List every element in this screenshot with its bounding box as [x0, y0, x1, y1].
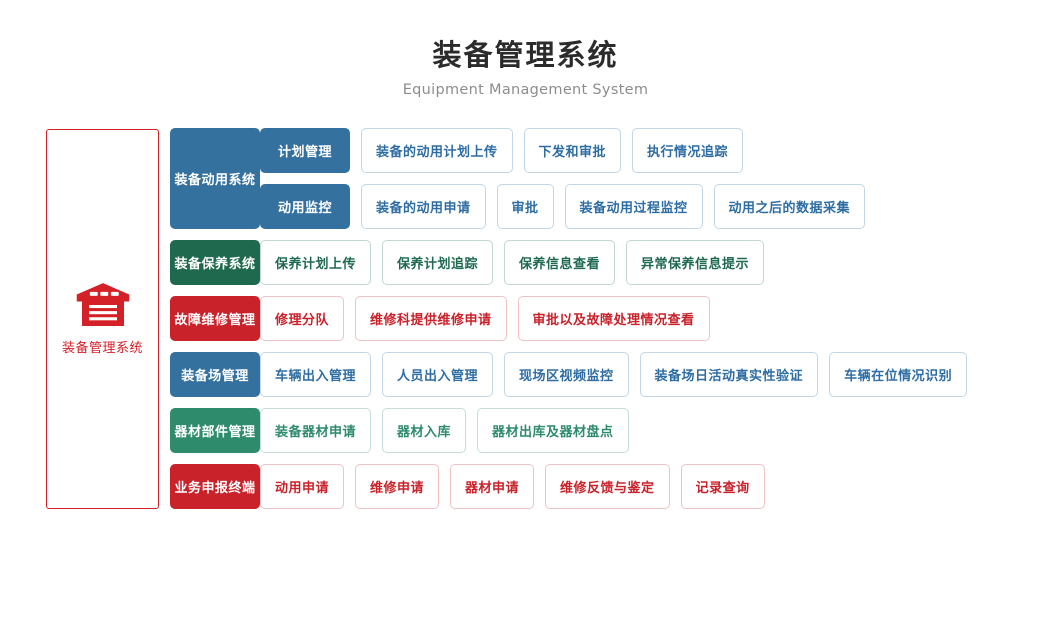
group-body: 装备器材申请器材入库器材出库及器材盘点 [260, 408, 1040, 453]
leaf-node[interactable]: 装备的动用计划上传 [361, 128, 513, 173]
leaf-node[interactable]: 审批 [496, 184, 554, 229]
hierarchy-group: 业务申报终端动用申请维修申请器材申请维修反馈与鉴定记录查询 [170, 464, 1040, 509]
leaf-node[interactable]: 器材出库及器材盘点 [477, 408, 629, 453]
system-hero-label: 装备管理系统 [61, 341, 143, 356]
leaf-node[interactable]: 保养信息查看 [504, 240, 616, 285]
group-body: 保养计划上传保养计划追踪保养信息查看异常保养信息提示 [260, 240, 1040, 285]
group-body: 修理分队维修科提供维修申请审批以及故障处理情况查看 [260, 296, 1040, 341]
leaf-node[interactable]: 维修申请 [355, 464, 440, 509]
group-body: 计划管理装备的动用计划上传下发和审批执行情况追踪动用监控装备的动用申请审批装备动… [260, 128, 1040, 229]
subgroup-tag[interactable]: 动用监控 [260, 184, 350, 229]
group-tag[interactable]: 装备场管理 [170, 352, 260, 397]
hierarchy-subrow: 动用申请维修申请器材申请维修反馈与鉴定记录查询 [260, 464, 1040, 509]
group-tag[interactable]: 装备保养系统 [170, 240, 260, 285]
leaf-node[interactable]: 记录查询 [680, 464, 765, 509]
page-subtitle: Equipment Management System [402, 82, 649, 98]
leaf-node[interactable]: 修理分队 [260, 296, 345, 341]
hierarchy-subrow: 修理分队维修科提供维修申请审批以及故障处理情况查看 [260, 296, 1040, 341]
group-tag[interactable]: 器材部件管理 [170, 408, 260, 453]
leaf-node[interactable]: 器材入库 [382, 408, 467, 453]
warehouse-icon [76, 283, 129, 326]
leaf-node[interactable]: 装备器材申请 [260, 408, 372, 453]
leaf-node[interactable]: 装备场日活动真实性验证 [639, 352, 819, 397]
hierarchy-group: 器材部件管理装备器材申请器材入库器材出库及器材盘点 [170, 408, 1040, 453]
group-tag[interactable]: 装备动用系统 [170, 128, 260, 229]
leaf-node[interactable]: 审批以及故障处理情况查看 [517, 296, 710, 341]
leaf-node[interactable]: 维修反馈与鉴定 [545, 464, 670, 509]
leaf-node[interactable]: 人员出入管理 [382, 352, 494, 397]
leaf-node[interactable]: 保养计划追踪 [382, 240, 494, 285]
hierarchy-group: 装备保养系统保养计划上传保养计划追踪保养信息查看异常保养信息提示 [170, 240, 1040, 285]
leaf-node[interactable]: 车辆在位情况识别 [829, 352, 968, 397]
leaf-node[interactable]: 执行情况追踪 [632, 128, 744, 173]
leaf-node[interactable]: 车辆出入管理 [260, 352, 372, 397]
hierarchy-group: 装备场管理车辆出入管理人员出入管理现场区视频监控装备场日活动真实性验证车辆在位情… [170, 352, 1040, 397]
page-title: 装备管理系统 [432, 38, 619, 72]
hierarchy-subrow: 动用监控装备的动用申请审批装备动用过程监控动用之后的数据采集 [260, 184, 1040, 229]
leaf-node[interactable]: 装备动用过程监控 [564, 184, 703, 229]
hierarchy-group: 装备动用系统计划管理装备的动用计划上传下发和审批执行情况追踪动用监控装备的动用申… [170, 128, 1040, 229]
hierarchy-subrow: 装备器材申请器材入库器材出库及器材盘点 [260, 408, 1040, 453]
page-header: 装备管理系统 Equipment Management System [0, 36, 1051, 100]
subgroup-tag[interactable]: 计划管理 [260, 128, 350, 173]
system-hero-panel[interactable]: 装备管理系统 [46, 129, 159, 509]
hierarchy-subrow: 车辆出入管理人员出入管理现场区视频监控装备场日活动真实性验证车辆在位情况识别 [260, 352, 1040, 397]
leaf-node[interactable]: 保养计划上传 [260, 240, 372, 285]
hierarchy-subrow: 保养计划上传保养计划追踪保养信息查看异常保养信息提示 [260, 240, 1040, 285]
leaf-node[interactable]: 动用之后的数据采集 [713, 184, 866, 229]
group-body: 车辆出入管理人员出入管理现场区视频监控装备场日活动真实性验证车辆在位情况识别 [260, 352, 1040, 397]
leaf-node[interactable]: 下发和审批 [523, 128, 622, 173]
hierarchy-subrow: 计划管理装备的动用计划上传下发和审批执行情况追踪 [260, 128, 1040, 173]
leaf-node[interactable]: 异常保养信息提示 [626, 240, 765, 285]
leaf-node[interactable]: 器材申请 [450, 464, 535, 509]
group-tag[interactable]: 故障维修管理 [170, 296, 260, 341]
leaf-node[interactable]: 动用申请 [260, 464, 345, 509]
group-tag[interactable]: 业务申报终端 [170, 464, 260, 509]
hierarchy-group: 故障维修管理修理分队维修科提供维修申请审批以及故障处理情况查看 [170, 296, 1040, 341]
leaf-node[interactable]: 装备的动用申请 [361, 184, 486, 229]
hierarchy-grid: 装备动用系统计划管理装备的动用计划上传下发和审批执行情况追踪动用监控装备的动用申… [170, 128, 1040, 520]
leaf-node[interactable]: 现场区视频监控 [504, 352, 629, 397]
leaf-node[interactable]: 维修科提供维修申请 [355, 296, 507, 341]
group-body: 动用申请维修申请器材申请维修反馈与鉴定记录查询 [260, 464, 1040, 509]
